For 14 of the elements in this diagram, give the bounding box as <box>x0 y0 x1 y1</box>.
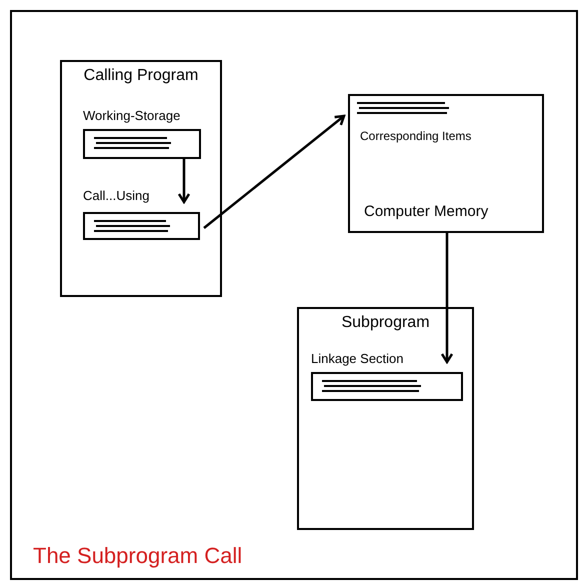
field-heading: Working-Storage <box>83 108 180 124</box>
program-box <box>60 60 222 297</box>
arrow <box>203 114 346 229</box>
arrow <box>178 157 190 204</box>
program-box <box>297 307 474 530</box>
field-heading: Linkage Section <box>311 351 404 367</box>
box-text: Corresponding Items <box>360 129 472 144</box>
field-heading: Call...Using <box>83 188 150 204</box>
arrow <box>440 233 454 364</box>
box-title: Computer Memory <box>364 203 488 221</box>
diagram-title: The Subprogram Call <box>33 543 242 569</box>
box-title: Calling Program <box>84 66 198 86</box>
box-title: Subprogram <box>341 313 430 333</box>
memory-box <box>348 94 544 233</box>
